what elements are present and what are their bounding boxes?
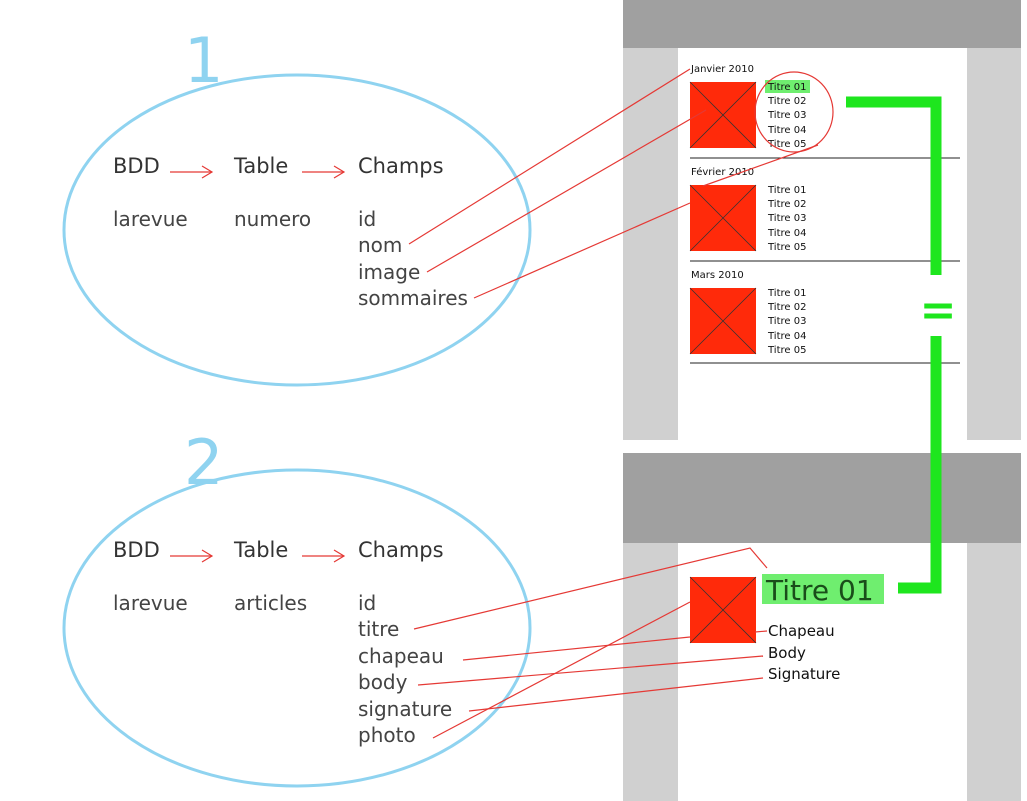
article-image-placeholder	[689, 576, 757, 644]
section-ellipse	[62, 468, 532, 788]
connector-sommaires-to-circle	[702, 144, 819, 187]
section-2-database-schema: 2 BDD Table Champs larevue articles id t…	[62, 426, 532, 788]
bdd-header: BDD	[113, 154, 160, 178]
issue-block: Mars 2010 Titre 01 Titre 02 Titre 03 Tit…	[689, 270, 960, 364]
field-connectors	[408, 68, 819, 739]
issue-block: Février 2010 Titre 01 Titre 02 Titre 03 …	[689, 166, 960, 262]
issue-title: Titre 04	[767, 125, 806, 136]
connector-image-to-picture	[426, 109, 707, 273]
section-number: 1	[184, 24, 223, 97]
article-signature: Signature	[768, 665, 840, 683]
field-chapeau: chapeau	[358, 644, 444, 668]
connector-nom-to-date	[408, 68, 691, 245]
field-id: id	[358, 591, 376, 615]
equals-sign: =	[920, 285, 957, 336]
issue-title: Titre 05	[767, 139, 806, 150]
field-id: id	[358, 207, 376, 231]
connector-body-to-body	[417, 655, 764, 686]
issue-image-placeholder	[689, 81, 757, 149]
field-nom: nom	[358, 233, 402, 257]
table-header: Table	[233, 538, 288, 562]
connector-photo-to-image	[432, 601, 691, 739]
issue-title: Titre 03	[767, 213, 806, 224]
connector-titre-to-title	[413, 547, 768, 630]
bdd-header: BDD	[113, 538, 160, 562]
issue-title: Titre 01	[767, 185, 806, 196]
issue-block: Janvier 2010 Titre 01 Titre 02 Titre 03 …	[689, 64, 960, 159]
titles-circle	[754, 71, 834, 153]
section-ellipse	[62, 73, 532, 387]
issue-title: Titre 01	[767, 82, 806, 93]
issue-title: Titre 05	[767, 345, 806, 356]
article-page-header	[623, 453, 1021, 543]
arrow-icon	[302, 549, 346, 563]
connector-signature-to-signature	[468, 677, 764, 712]
arrow-icon	[170, 165, 214, 179]
issue-title: Titre 03	[767, 110, 806, 121]
issue-date: Mars 2010	[691, 270, 744, 281]
issue-title: Titre 01	[767, 288, 806, 299]
issue-image-placeholder	[689, 287, 757, 355]
issues-page-left-column	[623, 48, 678, 440]
field-photo: photo	[358, 723, 416, 747]
article-title: Titre 01	[765, 574, 874, 607]
issue-image-placeholder	[689, 184, 757, 252]
issue-title: Titre 02	[767, 199, 806, 210]
field-sommaires: sommaires	[358, 286, 468, 310]
table-value: numero	[234, 207, 311, 231]
field-titre: titre	[358, 617, 399, 641]
arrow-icon	[170, 549, 214, 563]
title-highlight	[765, 80, 810, 93]
table-header: Table	[233, 154, 288, 178]
issue-title: Titre 05	[767, 242, 806, 253]
issues-page-mockup: Janvier 2010 Titre 01 Titre 02 Titre 03 …	[623, 0, 1021, 440]
article-title-highlight	[762, 574, 884, 604]
issue-title: Titre 03	[767, 316, 806, 327]
connector-sommaires-to-titles	[473, 202, 691, 299]
field-body: body	[358, 670, 408, 694]
champs-header: Champs	[358, 538, 444, 562]
bracket-top	[846, 96, 942, 275]
bracket-bottom	[898, 336, 942, 594]
table-value: articles	[234, 591, 307, 615]
field-signature: signature	[358, 697, 452, 721]
issue-title: Titre 04	[767, 331, 806, 342]
article-chapeau: Chapeau	[768, 622, 835, 640]
article-page-right-column	[967, 543, 1021, 801]
issue-title: Titre 04	[767, 228, 806, 239]
issue-date: Janvier 2010	[690, 64, 754, 75]
article-page-mockup: Titre 01 Chapeau Body Signature	[623, 453, 1021, 801]
equality-bracket: =	[846, 96, 957, 594]
issues-page-header	[623, 0, 1021, 48]
article-body: Body	[768, 644, 806, 662]
connector-chapeau-tail	[754, 630, 768, 633]
field-image: image	[358, 260, 420, 284]
connector-chapeau-to-chapeau	[462, 636, 691, 661]
article-page-left-column	[623, 543, 678, 801]
issue-title: Titre 02	[767, 96, 806, 107]
issue-date: Février 2010	[691, 166, 754, 178]
issue-title: Titre 02	[767, 302, 806, 313]
bdd-value: larevue	[113, 207, 188, 231]
arrow-icon	[302, 165, 346, 179]
bdd-value: larevue	[113, 591, 188, 615]
champs-header: Champs	[358, 154, 444, 178]
issues-page-right-column	[967, 48, 1021, 440]
section-1-database-schema: 1 BDD Table Champs larevue numero id nom…	[62, 24, 532, 387]
